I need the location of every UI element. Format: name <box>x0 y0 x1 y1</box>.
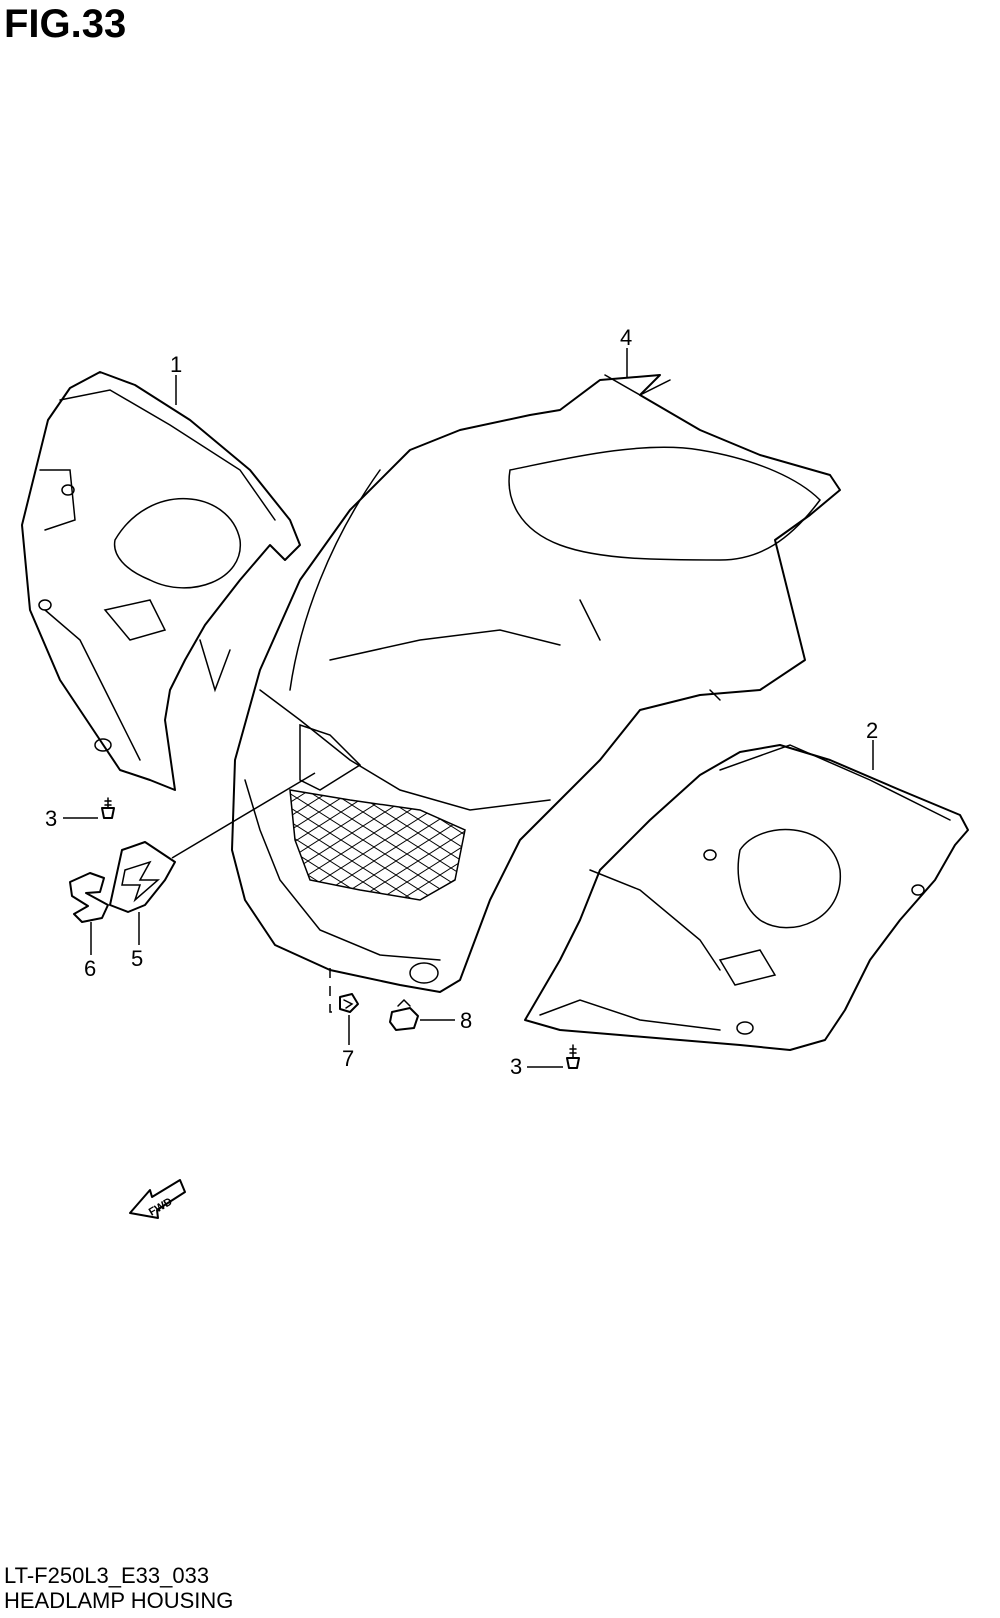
callout-6: 6 <box>84 956 96 981</box>
nut <box>339 993 359 1013</box>
callout-3-left: 3 <box>45 806 57 831</box>
figure-title: FIG.33 <box>4 2 127 46</box>
figure-code: LT-F250L3_E33_033 <box>4 1563 210 1588</box>
figure-name: HEADLAMP HOUSING <box>4 1588 234 1613</box>
callout-7: 7 <box>342 1046 354 1071</box>
emblem-base <box>109 841 176 913</box>
callout-4: 4 <box>620 325 632 350</box>
fwd-arrow-icon: FWD <box>129 1179 186 1219</box>
callout-1: 1 <box>170 352 182 377</box>
grommet <box>389 998 419 1031</box>
leader-lines <box>63 348 874 1068</box>
callout-5: 5 <box>131 946 143 971</box>
right-inner-panel <box>524 744 969 1051</box>
emblem <box>69 872 109 923</box>
left-inner-panel <box>21 371 301 791</box>
callout-2: 2 <box>866 718 878 743</box>
screw-left <box>101 797 115 819</box>
callout-8: 8 <box>460 1008 472 1033</box>
screw-right <box>566 1044 580 1069</box>
callout-3-right: 3 <box>510 1054 522 1079</box>
headlamp-housing <box>231 374 841 993</box>
